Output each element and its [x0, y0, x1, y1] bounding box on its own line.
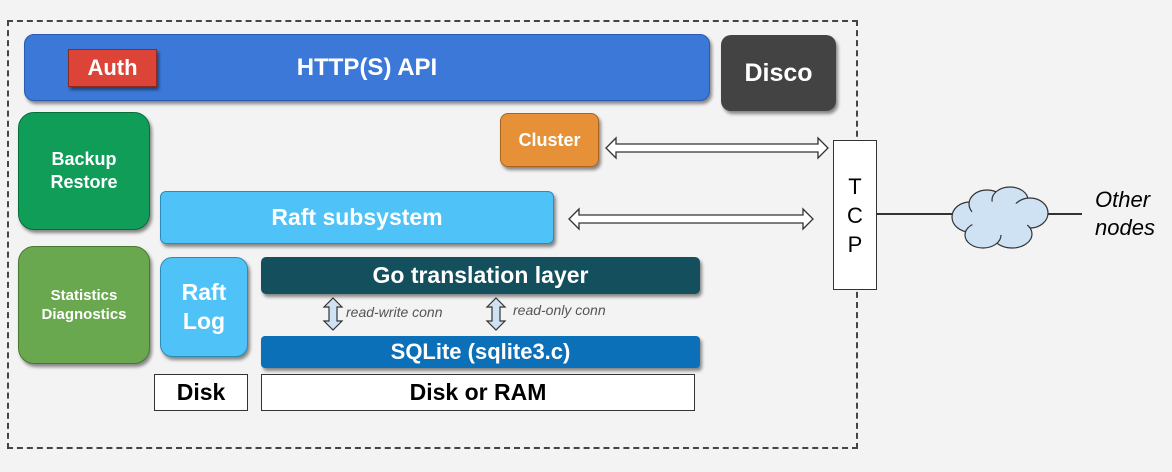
http-api-label: HTTP(S) API — [296, 53, 438, 81]
tcp-letter-t: T — [848, 173, 862, 199]
other-label: Other — [1095, 187, 1151, 212]
tcp-block: T C P — [833, 140, 877, 290]
raft-log-line1: Raft — [181, 279, 227, 305]
other-nodes-label: Other nodes — [1095, 186, 1155, 242]
auth-block: Auth — [68, 49, 157, 87]
read-write-arrow — [322, 297, 344, 331]
statistics-label: Statistics — [50, 287, 118, 304]
cloud-icon — [951, 186, 1049, 249]
read-only-conn-label: read-only conn — [513, 302, 606, 318]
nodes-label: nodes — [1095, 215, 1155, 240]
backup-label: Backup — [51, 149, 117, 169]
disk-or-ram-block: Disk or RAM — [261, 374, 695, 411]
sqlite-block: SQLite (sqlite3.c) — [261, 336, 700, 368]
go-translation-layer-block: Go translation layer — [261, 257, 700, 294]
disco-block: Disco — [721, 35, 836, 111]
disk-block: Disk — [154, 374, 248, 411]
read-only-arrow — [485, 297, 507, 331]
raft-log-line2: Log — [182, 308, 226, 334]
read-write-conn-label: read-write conn — [346, 304, 443, 320]
diagnostics-label: Diagnostics — [41, 306, 127, 323]
cluster-block: Cluster — [500, 113, 599, 167]
tcp-letter-p: P — [847, 231, 863, 257]
raft-tcp-arrow — [568, 207, 814, 231]
raft-subsystem-block: Raft subsystem — [160, 191, 554, 244]
tcp-letter-c: C — [847, 202, 863, 228]
restore-label: Restore — [50, 172, 118, 192]
cluster-tcp-arrow — [605, 136, 829, 160]
